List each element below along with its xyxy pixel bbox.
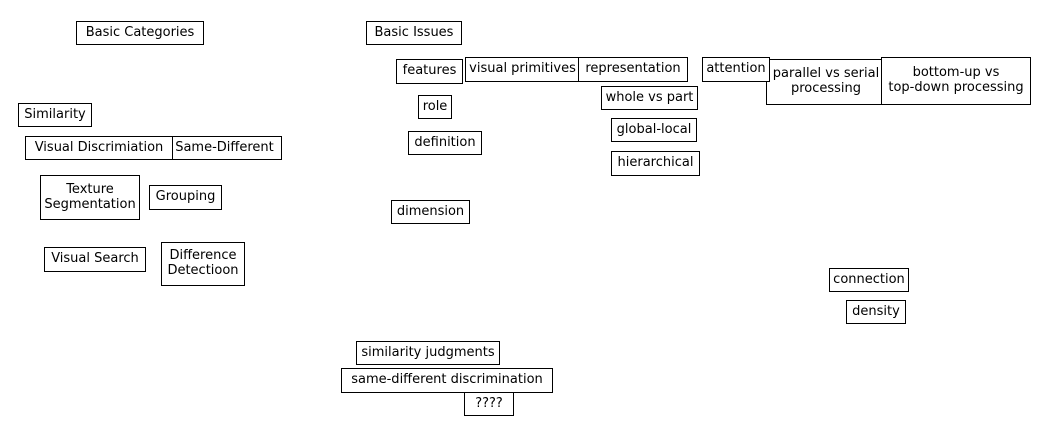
node-representation[interactable]: representation — [578, 57, 688, 82]
node-visual-discrimiation[interactable]: Visual Discrimiation — [25, 136, 173, 160]
node-role[interactable]: role — [418, 95, 452, 119]
node-parallel-vs-serial-processing[interactable]: parallel vs serial processing — [766, 59, 886, 105]
node-whole-vs-part[interactable]: whole vs part — [601, 86, 698, 110]
node-connection[interactable]: connection — [829, 268, 909, 292]
node-features[interactable]: features — [396, 59, 463, 84]
node-bottom-up-vs-top-down-processing[interactable]: bottom-up vs top-down processing — [881, 57, 1031, 105]
node-global-local[interactable]: global-local — [611, 118, 697, 142]
node-similarity[interactable]: Similarity — [18, 103, 92, 127]
node-texture-segmentation[interactable]: Texture Segmentation — [40, 175, 140, 220]
node-attention[interactable]: attention — [702, 57, 770, 82]
node-question-marks[interactable]: ???? — [464, 392, 514, 416]
node-grouping[interactable]: Grouping — [149, 185, 222, 210]
node-basic-issues[interactable]: Basic Issues — [366, 21, 462, 45]
node-similarity-judgments[interactable]: similarity judgments — [356, 341, 500, 365]
node-hierarchical[interactable]: hierarchical — [611, 151, 700, 176]
node-visual-primitives[interactable]: visual primitives — [465, 57, 580, 82]
node-difference-detectioon[interactable]: Difference Detectioon — [161, 242, 245, 286]
node-same-different-discrimination[interactable]: same-different discrimination — [341, 368, 553, 393]
node-dimension[interactable]: dimension — [391, 200, 470, 224]
node-visual-search[interactable]: Visual Search — [44, 247, 146, 272]
node-definition[interactable]: definition — [408, 131, 482, 155]
node-basic-categories[interactable]: Basic Categories — [76, 21, 204, 45]
node-same-different[interactable]: Same-Different — [167, 136, 282, 160]
node-density[interactable]: density — [846, 300, 906, 324]
